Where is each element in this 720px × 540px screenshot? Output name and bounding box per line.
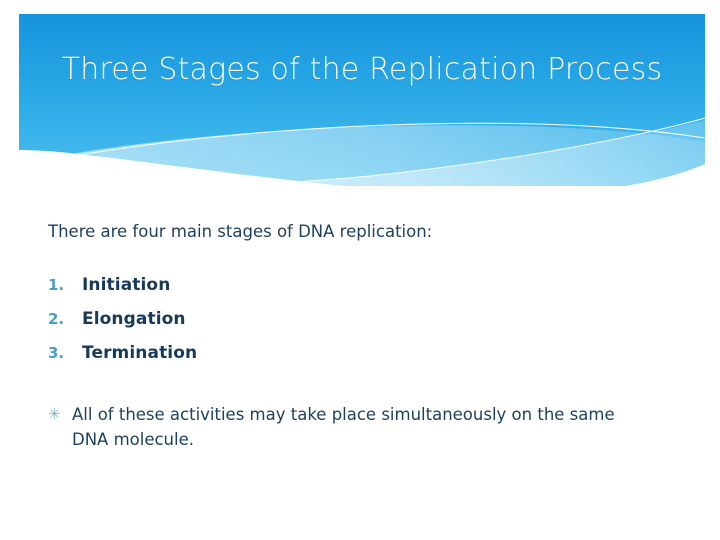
header-banner <box>19 14 705 186</box>
wave-line-ascending <box>19 122 705 167</box>
slide-title: Three Stages of the Replication Process <box>61 52 663 88</box>
wave-banner-graphic <box>19 14 705 186</box>
notes-bullet-list: ✳ All of these activities may take place… <box>46 402 666 452</box>
list-label-initiation: Initiation <box>82 275 171 295</box>
list-label-termination: Termination <box>82 343 198 363</box>
list-label-elongation: Elongation <box>82 309 186 329</box>
list-marker-2: 2. <box>48 310 65 328</box>
list-item[interactable]: ✳ All of these activities may take place… <box>46 402 666 452</box>
wave-light-band-2 <box>19 120 705 186</box>
intro-paragraph: There are four main stages of DNA replic… <box>48 221 433 241</box>
bullet-text-simultaneous: All of these activities may take place s… <box>72 405 615 449</box>
stages-numbered-list: 1. Initiation 2. Elongation 3. Terminati… <box>48 268 608 370</box>
list-item[interactable]: 3. Termination <box>48 336 608 370</box>
list-item[interactable]: 1. Initiation <box>48 268 608 302</box>
list-item[interactable]: 2. Elongation <box>48 302 608 336</box>
list-marker-1: 1. <box>48 276 65 294</box>
asterisk-bullet-icon: ✳ <box>48 405 61 423</box>
list-marker-3: 3. <box>48 344 65 362</box>
wave-line-descending <box>19 117 705 186</box>
